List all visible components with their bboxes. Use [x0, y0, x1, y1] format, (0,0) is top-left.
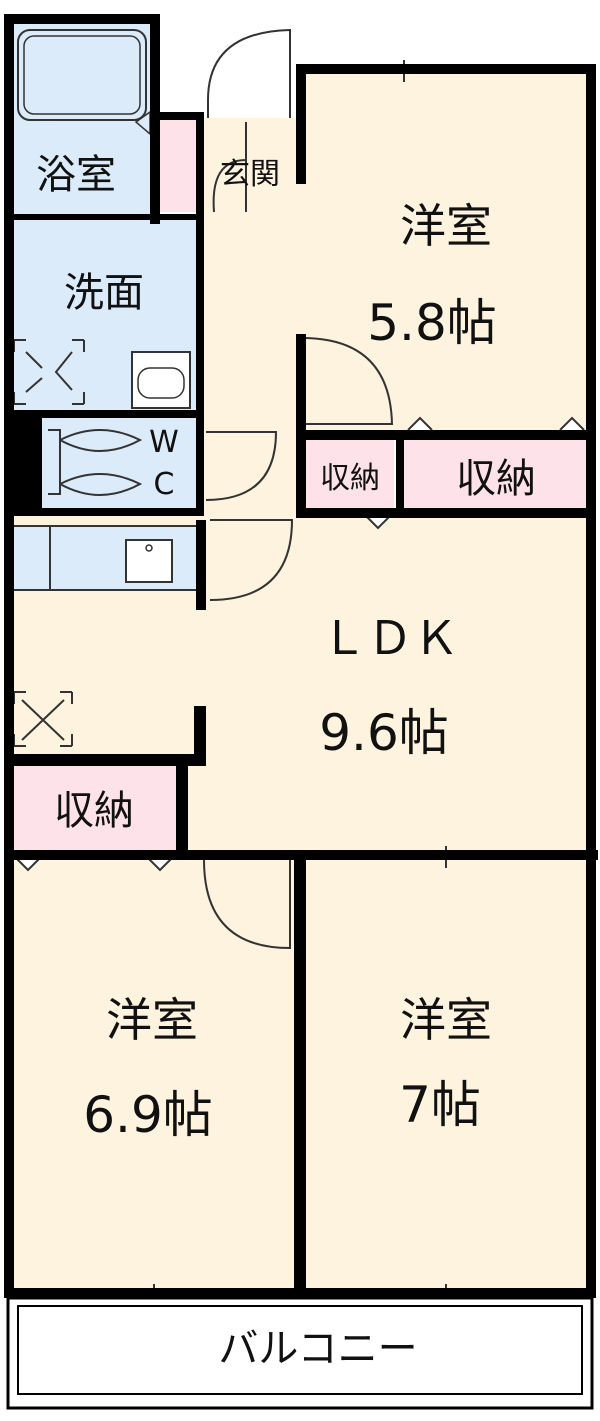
western-br-size: 7帖: [399, 1076, 481, 1134]
entrance-floor-fill: [158, 118, 200, 212]
balcony-label: バルコニー: [218, 1326, 417, 1372]
stove: [125, 539, 173, 583]
toilet-label-c: C: [154, 467, 175, 502]
closet-small-fill: [304, 440, 394, 510]
western-bl-label: 洋室: [106, 993, 198, 1047]
bath-label: 浴室: [36, 152, 116, 198]
ldk-label: ＬＤＫ: [321, 611, 459, 665]
bathtub-inner: [23, 35, 141, 115]
closet-small-label: 収納: [320, 461, 380, 496]
washer-pan: [13, 339, 85, 405]
toilet-fixture: [48, 429, 143, 496]
closet-right-fill: [402, 440, 588, 510]
doors: [134, 28, 394, 950]
closet-left-fill: [10, 764, 178, 852]
sink-bowl: [137, 367, 185, 399]
balcony-inner: [17, 1305, 583, 1395]
toilet-fill: [40, 418, 202, 514]
closet-left-label: 収納: [54, 788, 134, 834]
western-top-fill: [300, 70, 592, 432]
closet-right-label: 収納: [456, 456, 536, 502]
walls: [4, 14, 598, 1298]
ldk-size: 9.6帖: [319, 704, 449, 762]
stove-burner: [145, 544, 153, 552]
western-br-label: 洋室: [400, 993, 492, 1047]
western-bl-size: 6.9帖: [83, 1086, 213, 1144]
western-bl-fill: [8, 856, 300, 1294]
entrance-label: 玄関: [220, 157, 280, 192]
hallway-fill: [200, 118, 300, 518]
western-top-size: 5.8帖: [367, 294, 497, 352]
bath-fill: [8, 18, 158, 218]
western-top-label: 洋室: [400, 199, 492, 253]
washroom-label: 洗面: [64, 270, 144, 316]
western-br-fill: [300, 856, 592, 1294]
sink-basin: [131, 351, 191, 409]
toilet-label-w: W: [149, 425, 179, 460]
bathtub: [17, 29, 147, 121]
